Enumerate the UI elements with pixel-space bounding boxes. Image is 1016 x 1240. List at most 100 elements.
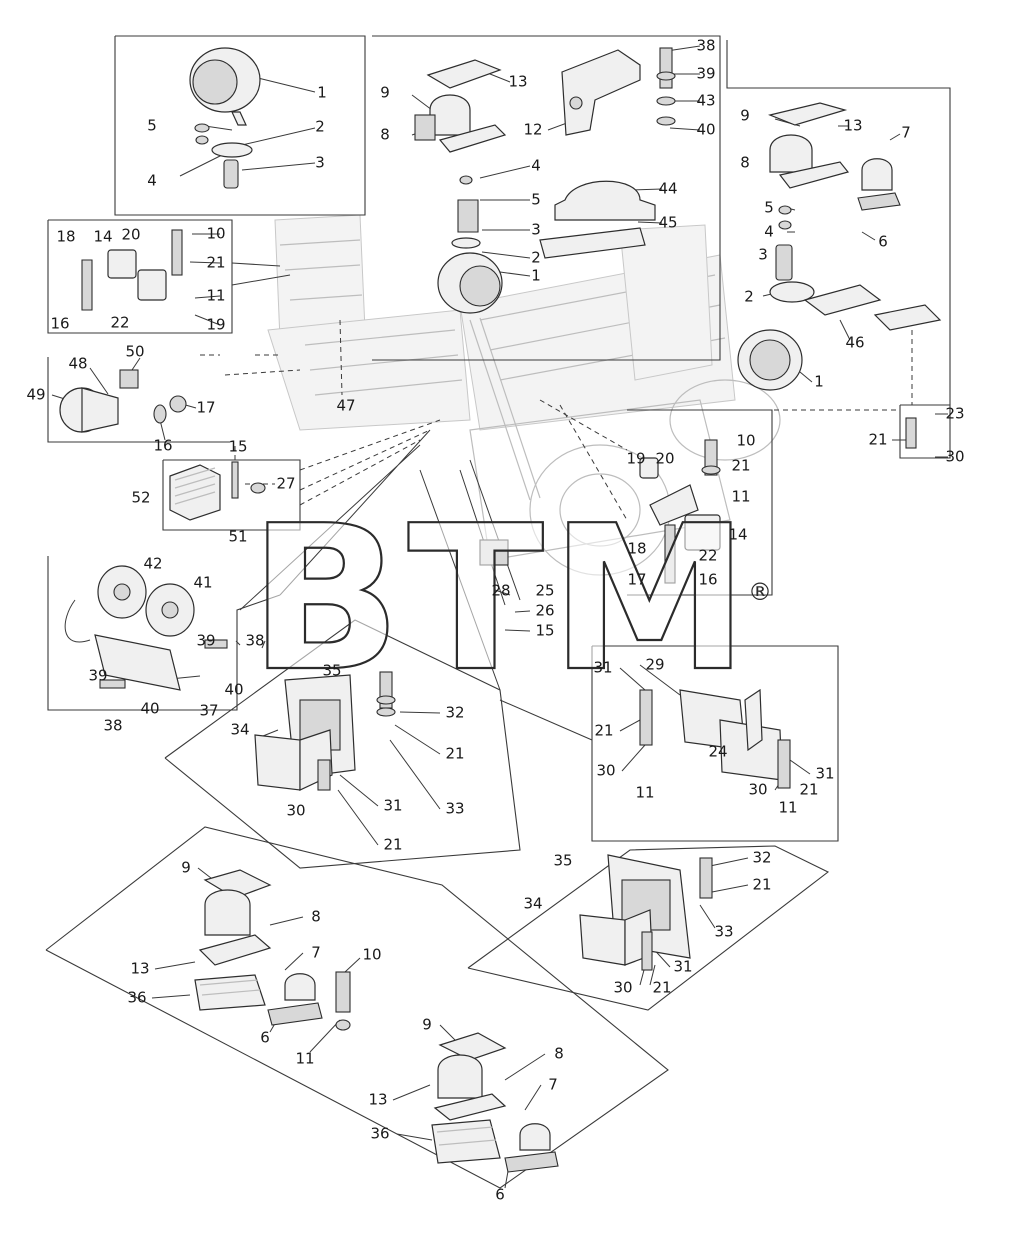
callout-21: 21 <box>206 254 225 272</box>
callout-1: 1 <box>814 373 824 391</box>
callout-15: 15 <box>535 622 554 640</box>
callout-38: 38 <box>245 632 264 650</box>
callout-8: 8 <box>554 1045 564 1063</box>
callout-21: 21 <box>445 745 464 763</box>
callout-21: 21 <box>731 457 750 475</box>
callout-21: 21 <box>383 836 402 854</box>
watermark: BTM ® <box>248 482 772 717</box>
callout-39: 39 <box>696 65 715 83</box>
callout-9: 9 <box>740 107 750 125</box>
callout-4: 4 <box>531 157 541 175</box>
callout-31: 31 <box>673 958 692 976</box>
callout-18: 18 <box>627 540 646 558</box>
callout-31: 31 <box>815 765 834 783</box>
callout-30: 30 <box>613 979 632 997</box>
callout-10: 10 <box>362 946 381 964</box>
callout-14: 14 <box>93 228 112 246</box>
callout-17: 17 <box>627 571 646 589</box>
callout-1: 1 <box>317 84 327 102</box>
callout-42: 42 <box>143 555 162 573</box>
callout-34: 34 <box>523 895 542 913</box>
callout-36: 36 <box>370 1125 389 1143</box>
callout-25: 25 <box>535 582 554 600</box>
callout-38: 38 <box>103 717 122 735</box>
callout-16: 16 <box>698 571 717 589</box>
callout-30: 30 <box>748 781 767 799</box>
callout-17: 17 <box>196 399 215 417</box>
callout-23: 23 <box>945 405 964 423</box>
callout-9: 9 <box>380 84 390 102</box>
callout-13: 13 <box>508 73 527 91</box>
callout-30: 30 <box>286 802 305 820</box>
callout-33: 33 <box>445 800 464 818</box>
callout-19: 19 <box>206 316 225 334</box>
vehicle-background <box>267 214 781 576</box>
callout-3: 3 <box>531 221 541 239</box>
callout-37: 37 <box>199 702 218 720</box>
callout-3: 3 <box>758 246 768 264</box>
callout-2: 2 <box>315 118 325 136</box>
callout-14: 14 <box>728 526 747 544</box>
callout-9: 9 <box>422 1016 432 1034</box>
callout-29: 29 <box>645 656 664 674</box>
callout-51: 51 <box>228 528 247 546</box>
callout-22: 22 <box>698 547 717 565</box>
callout-48: 48 <box>68 355 87 373</box>
callout-45: 45 <box>658 214 677 232</box>
callout-34: 34 <box>230 721 249 739</box>
callout-36: 36 <box>127 989 146 1007</box>
callout-11: 11 <box>635 784 654 802</box>
callout-21: 21 <box>652 979 671 997</box>
callout-2: 2 <box>744 288 754 306</box>
callout-11: 11 <box>295 1050 314 1068</box>
callout-40: 40 <box>696 121 715 139</box>
callout-31: 31 <box>383 797 402 815</box>
callout-40: 40 <box>224 681 243 699</box>
callout-15: 15 <box>228 438 247 456</box>
callout-26: 26 <box>535 602 554 620</box>
callout-8: 8 <box>380 126 390 144</box>
callout-21: 21 <box>799 781 818 799</box>
callout-7: 7 <box>548 1076 558 1094</box>
callout-6: 6 <box>495 1186 505 1204</box>
callout-10: 10 <box>736 432 755 450</box>
callout-7: 7 <box>311 944 321 962</box>
callout-6: 6 <box>878 233 888 251</box>
callout-32: 32 <box>752 849 771 867</box>
callout-2: 2 <box>531 249 541 267</box>
callout-44: 44 <box>658 180 677 198</box>
callout-30: 30 <box>945 448 964 466</box>
callout-20: 20 <box>121 226 140 244</box>
callout-47: 47 <box>336 397 355 415</box>
callout-9: 9 <box>181 859 191 877</box>
leader-lines <box>51 45 948 1189</box>
callout-22: 22 <box>110 314 129 332</box>
callout-16: 16 <box>153 437 172 455</box>
callout-16: 16 <box>50 315 69 333</box>
callout-35: 35 <box>322 662 341 680</box>
watermark-brand: BTM <box>249 483 755 716</box>
callout-5: 5 <box>764 199 774 217</box>
callout-21: 21 <box>752 876 771 894</box>
callout-20: 20 <box>655 450 674 468</box>
callout-4: 4 <box>764 223 774 241</box>
callout-38: 38 <box>696 37 715 55</box>
callout-11: 11 <box>206 287 225 305</box>
callout-12: 12 <box>523 121 542 139</box>
callout-11: 11 <box>778 799 797 817</box>
callout-30: 30 <box>596 762 615 780</box>
callout-8: 8 <box>740 154 750 172</box>
callout-24: 24 <box>708 743 727 761</box>
callout-39: 39 <box>196 632 215 650</box>
callout-41: 41 <box>193 574 212 592</box>
callout-7: 7 <box>901 124 911 142</box>
callout-13: 13 <box>843 117 862 135</box>
callout-18: 18 <box>56 228 75 246</box>
callout-19: 19 <box>626 450 645 468</box>
parts <box>59 47 942 1173</box>
group-frames <box>45 35 951 1189</box>
callout-21: 21 <box>594 722 613 740</box>
callout-6: 6 <box>260 1029 270 1047</box>
